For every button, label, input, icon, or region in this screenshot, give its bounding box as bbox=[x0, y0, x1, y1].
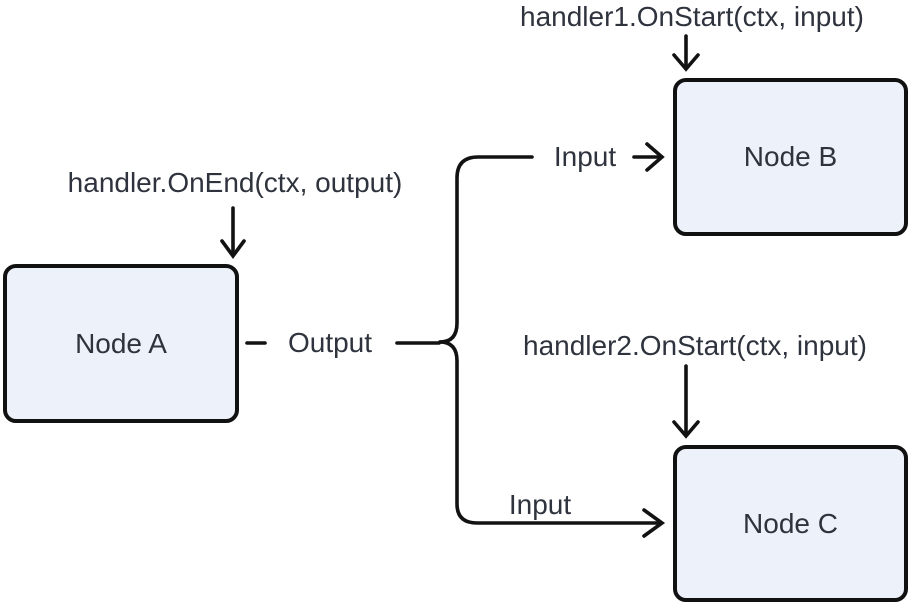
arrow-onstart2-to-node-c bbox=[672, 364, 700, 439]
node-b: Node B bbox=[673, 78, 908, 236]
node-c-label: Node C bbox=[743, 507, 838, 539]
edge-branch-to-node-c bbox=[438, 340, 666, 538]
annotation-handler1-onstart: handler1.OnStart(ctx, input) bbox=[520, 1, 864, 32]
arrowhead-down-icon bbox=[672, 53, 700, 72]
edge-label-input-node-c: Input bbox=[508, 489, 572, 520]
edge-branch-to-node-b bbox=[438, 142, 665, 344]
node-c: Node C bbox=[673, 445, 908, 602]
arrowhead-down-icon bbox=[672, 420, 700, 439]
arrowhead-down-icon bbox=[220, 239, 246, 260]
node-a: Node A bbox=[3, 264, 239, 423]
arrow-onstart1-to-node-b bbox=[672, 34, 700, 72]
edge-label-output: Output bbox=[287, 327, 373, 358]
node-b-label: Node B bbox=[743, 141, 838, 172]
node-a-label: Node A bbox=[75, 327, 167, 359]
annotation-handler2-onstart: handler2.OnStart(ctx, input) bbox=[523, 330, 867, 361]
arrow-onend-to-node-a bbox=[220, 206, 246, 260]
arrowhead-right-icon bbox=[642, 508, 666, 538]
edge-label-input-node-b: Input bbox=[553, 141, 617, 172]
arrowhead-right-icon bbox=[645, 142, 665, 172]
annotation-handler-onend: handler.OnEnd(ctx, output) bbox=[67, 167, 403, 198]
